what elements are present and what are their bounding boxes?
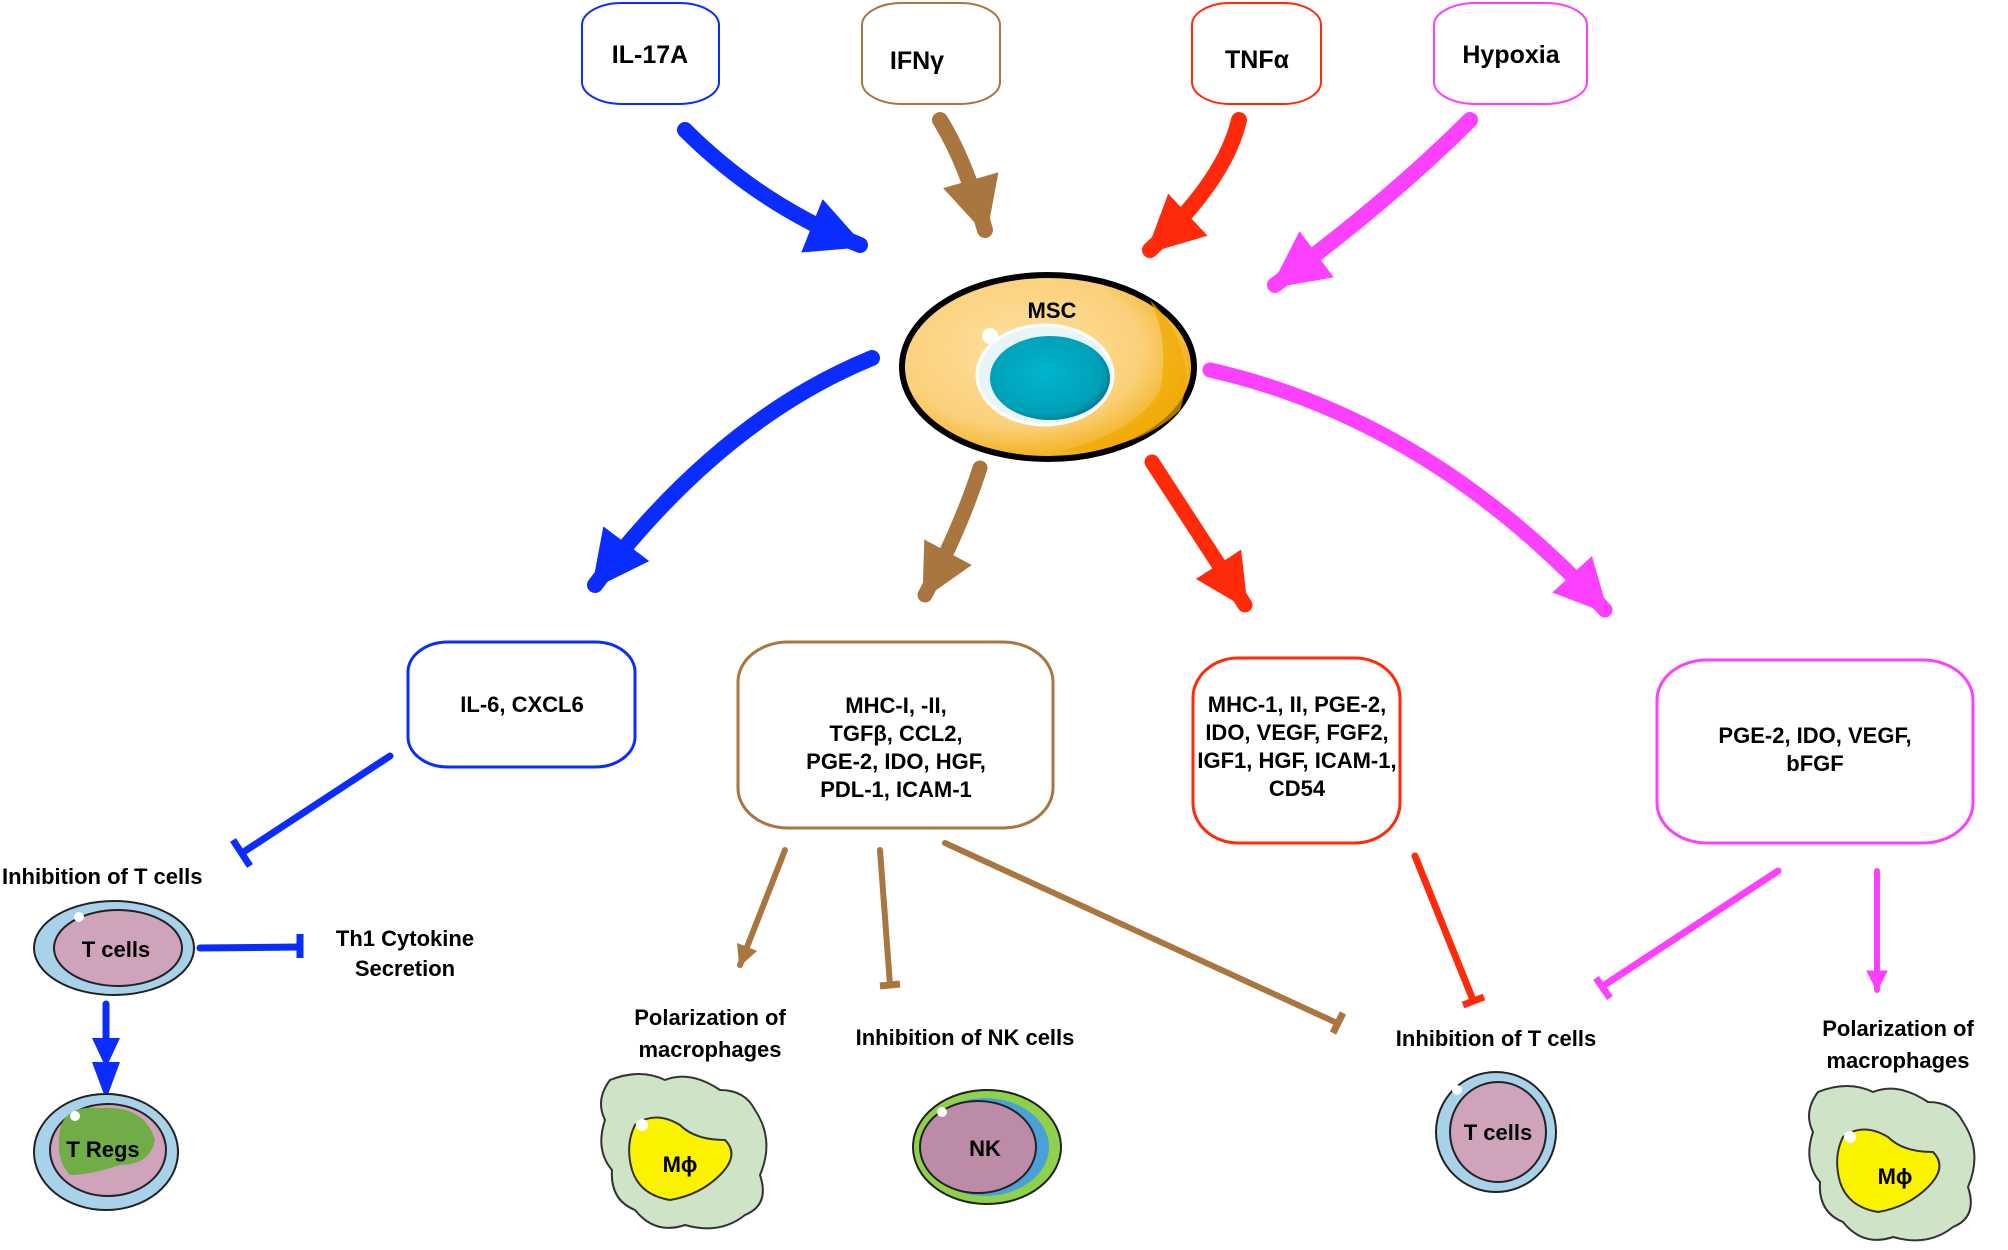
t-cell-inner <box>1449 1081 1547 1183</box>
brown-polarization-label-line2: macrophages <box>638 1037 781 1062</box>
treg-highlight <box>70 1111 80 1121</box>
arrow-tcell-to-treg <box>92 1000 120 1100</box>
treg-cell: T Regs <box>33 1093 179 1211</box>
stimulus-box-hypoxia <box>1433 2 1588 105</box>
factors-line: PGE-2, IDO, VEGF, <box>1718 723 1911 748</box>
macrophage-cell-1: Mϕ <box>600 1073 768 1230</box>
msc-nucleus <box>990 336 1110 420</box>
arrow-il17a-to-msc <box>677 122 868 253</box>
factors-pink: PGE-2, IDO, VEGF, bFGF <box>1655 658 1975 845</box>
arrow-ifng-to-msc <box>932 112 999 238</box>
left-t-cell: T cells <box>33 900 195 996</box>
nk-label: NK <box>969 1136 1001 1161</box>
stimulus-box-il17a <box>581 2 720 105</box>
inhibit-line <box>196 943 304 952</box>
macrophage-highlight <box>636 1119 648 1131</box>
factors-box-red <box>1191 656 1402 845</box>
macrophage-cell-2: Mϕ <box>1808 1085 1976 1242</box>
stimulus-box-ifng <box>861 2 1001 105</box>
stimulus-label-tnfa: TNFα <box>1225 46 1290 74</box>
arrow-msc-to-red-factors <box>1144 454 1253 613</box>
nk-cell: NK <box>912 1089 1062 1205</box>
stimulus-il17a: IL-17A <box>581 2 720 105</box>
factors-line: PDL-1, ICAM-1 <box>820 777 972 802</box>
inhibit-line <box>877 847 893 988</box>
msc-cell: MSC <box>899 272 1197 462</box>
inhibit-th1 <box>196 934 304 958</box>
stimulus-box-tnfa <box>1191 2 1322 105</box>
brown-polarization-label-line1: Polarization of <box>634 1005 786 1030</box>
factors-line: IDO, VEGF, FGF2, <box>1205 720 1388 745</box>
factors-line: MHC-I, -II, <box>845 693 946 718</box>
macrophage-highlight <box>1844 1131 1856 1143</box>
macrophage-label: Mϕ <box>663 1152 698 1177</box>
stimulus-tnfa: TNFα <box>1191 2 1322 105</box>
treg-green-fill <box>58 1107 155 1175</box>
factors-line: CD54 <box>1269 776 1326 801</box>
factors-line: MHC-1, II, PGE-2, <box>1208 692 1386 717</box>
inhibit-bar <box>1593 975 1613 1001</box>
stimulus-hypoxia: Hypoxia <box>1433 2 1588 105</box>
arrow-msc-to-pink-factors <box>1202 362 1613 618</box>
factors-blue: IL-6, CXCL6 <box>406 640 637 769</box>
nk-inner <box>919 1100 1037 1194</box>
left-inhibition-t-cells-label: Inhibition of T cells <box>2 864 202 889</box>
inhibit-line <box>942 840 1340 1026</box>
inhibit-bar <box>1329 1011 1347 1035</box>
arrow-hypoxia-to-msc <box>1267 112 1478 293</box>
inhibit-bar <box>230 838 253 868</box>
t-cell-highlight <box>1452 1085 1462 1095</box>
arrow-head-2 <box>92 1062 120 1100</box>
pink-polarization-label-line2: macrophages <box>1826 1048 1969 1073</box>
factors-line: IGF1, HGF, ICAM-1, <box>1197 748 1396 773</box>
inhibit-bar <box>879 980 901 990</box>
t-cell-highlight <box>74 912 84 922</box>
stimulus-label-hypoxia: Hypoxia <box>1462 41 1560 69</box>
treg-label: T Regs <box>66 1137 139 1162</box>
th1-cytokine-label: Th1 Cytokine <box>336 926 474 951</box>
macrophage-label: Mϕ <box>1878 1164 1913 1189</box>
inhibit-line <box>1602 867 1782 988</box>
inhibit-brown-t-cells <box>942 840 1347 1035</box>
arrow-msc-to-blue-factors <box>587 350 880 593</box>
factors-line: TGFβ, CCL2, <box>829 721 962 746</box>
nk-highlight <box>937 1107 947 1117</box>
factors-box-brown <box>736 640 1055 830</box>
factors-brown: MHC-I, -II, TGFβ, CCL2, PGE-2, IDO, HGF,… <box>736 640 1055 830</box>
inhibit-line <box>238 752 394 857</box>
macrophage-nucleus <box>628 1116 733 1202</box>
arrow-msc-to-brown-factors <box>917 460 988 603</box>
left-t-cell-label: T cells <box>82 937 150 962</box>
right-t-cell: T cells <box>1435 1071 1557 1193</box>
macrophage-nucleus <box>1836 1128 1941 1214</box>
inhibit-brown-nk <box>877 847 901 990</box>
right-t-cell-label: T cells <box>1464 1120 1532 1145</box>
factors-line: bFGF <box>1786 751 1843 776</box>
msc-highlight <box>982 328 998 344</box>
th1-secretion-label: Secretion <box>355 956 455 981</box>
inhibit-blue-t-cells <box>230 752 394 868</box>
stimulus-label-ifng: IFNγ <box>890 47 944 75</box>
factors-line: IL-6, CXCL6 <box>460 692 583 717</box>
stimulus-label-il17a: IL-17A <box>612 41 688 69</box>
stimulus-ifng: IFNγ <box>861 2 1001 105</box>
arrow-head-1 <box>92 1038 120 1068</box>
inhibit-red-t-cells <box>1411 852 1486 1009</box>
inhibit-pink-t-cells <box>1593 867 1782 1001</box>
msc-cytoplasm-shade <box>1060 300 1186 452</box>
t-cell-inner <box>53 909 183 987</box>
arrow-brown-to-macrophage <box>737 847 788 968</box>
inhibit-bar <box>1461 993 1486 1009</box>
nk-inhibition-label: Inhibition of NK cells <box>856 1025 1075 1050</box>
factors-red: MHC-1, II, PGE-2, IDO, VEGF, FGF2, IGF1,… <box>1191 656 1402 845</box>
inhibit-line <box>1411 852 1477 1004</box>
factors-box-blue <box>406 640 637 769</box>
right-inhibition-t-cells-label: Inhibition of T cells <box>1396 1026 1596 1051</box>
arrow-tnfa-to-msc <box>1142 112 1247 258</box>
factors-box-pink <box>1655 658 1975 845</box>
msc-label: MSC <box>1028 298 1077 323</box>
pink-polarization-label-line1: Polarization of <box>1822 1016 1974 1041</box>
factors-line: PGE-2, IDO, HGF, <box>806 749 986 774</box>
